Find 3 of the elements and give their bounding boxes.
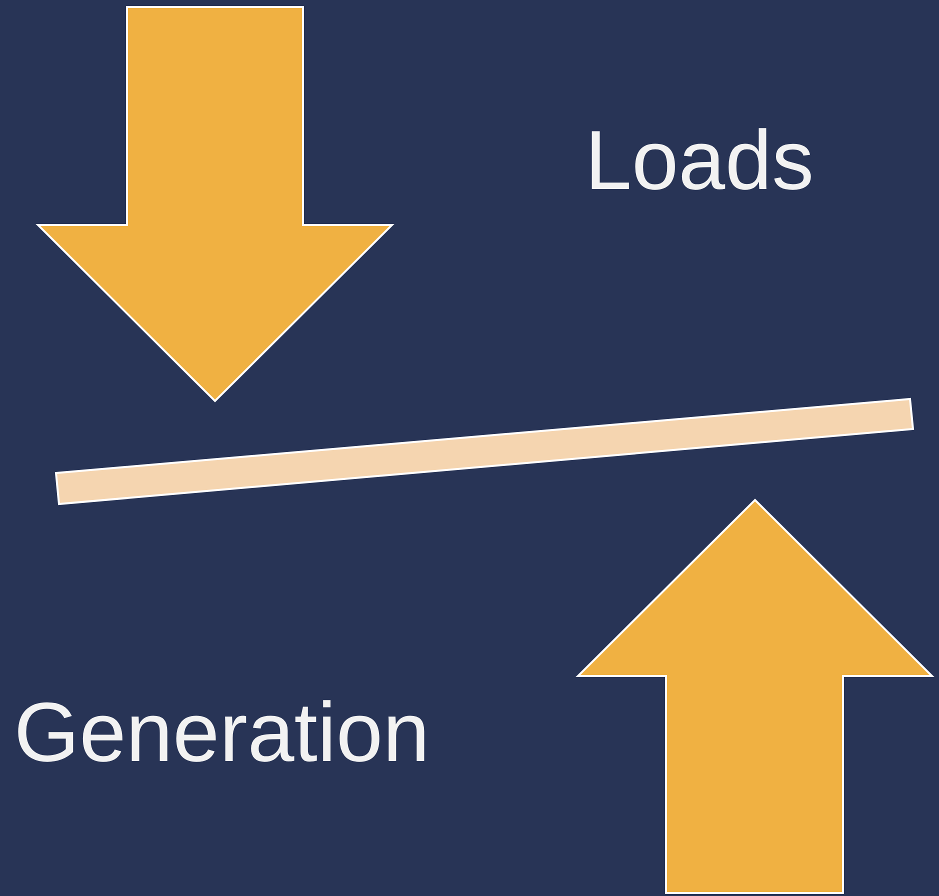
- label: Loads: [585, 118, 814, 202]
- label: Generation: [14, 690, 430, 774]
- balance-beam: [54, 398, 914, 506]
